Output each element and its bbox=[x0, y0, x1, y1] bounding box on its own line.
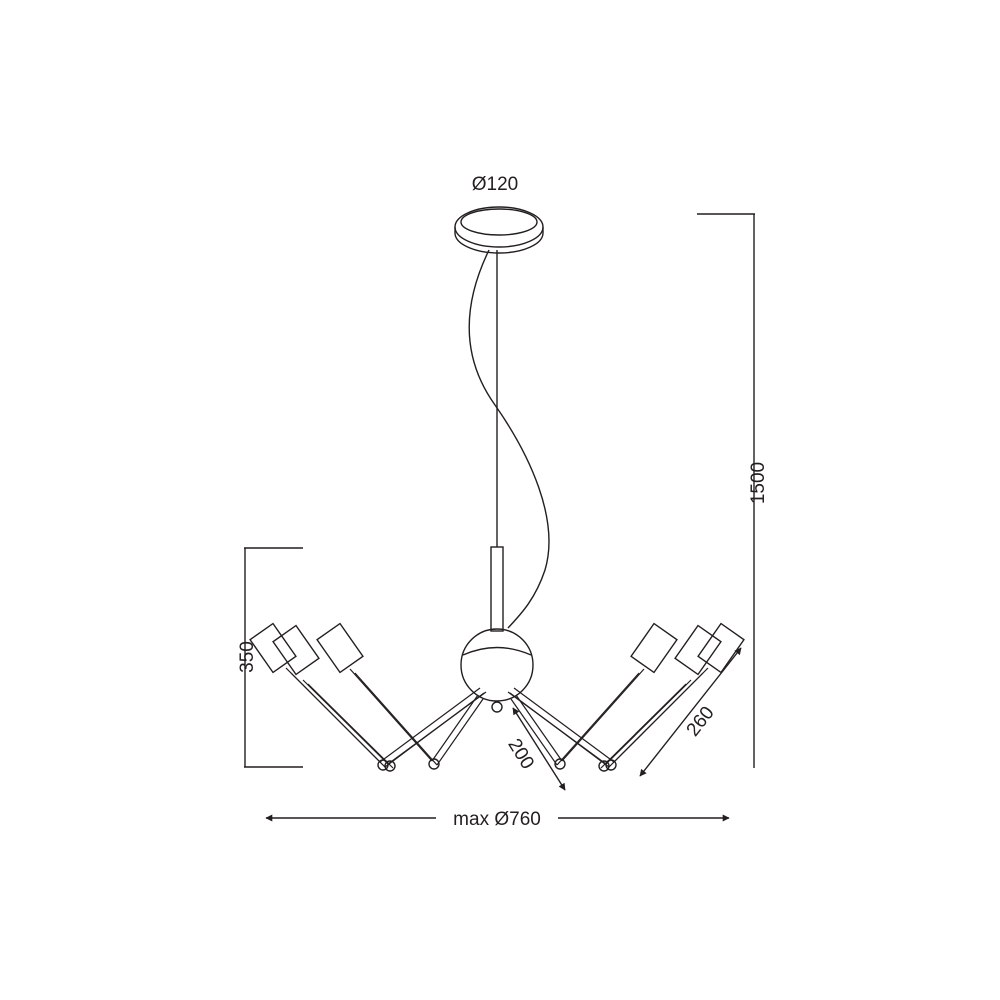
arm-length-label: 260 bbox=[683, 703, 719, 741]
overall-height-label: 1500 bbox=[748, 462, 769, 504]
stem bbox=[490, 546, 504, 632]
arm-length-dimension bbox=[639, 647, 742, 777]
right-arms bbox=[507, 622, 745, 772]
canopy-diameter-label: Ø120 bbox=[472, 174, 518, 195]
inner-arm-label: 200 bbox=[503, 735, 538, 773]
central-sphere bbox=[460, 628, 534, 713]
inner-arm-dimension bbox=[512, 707, 566, 791]
power-cable bbox=[468, 249, 550, 629]
body-height-dimension bbox=[244, 547, 303, 768]
overall-height-dimension bbox=[697, 213, 755, 768]
max-diameter-label: max Ø760 bbox=[453, 809, 541, 830]
body-height-label: 350 bbox=[237, 641, 258, 673]
canopy bbox=[454, 206, 544, 254]
left-arms bbox=[249, 622, 487, 772]
